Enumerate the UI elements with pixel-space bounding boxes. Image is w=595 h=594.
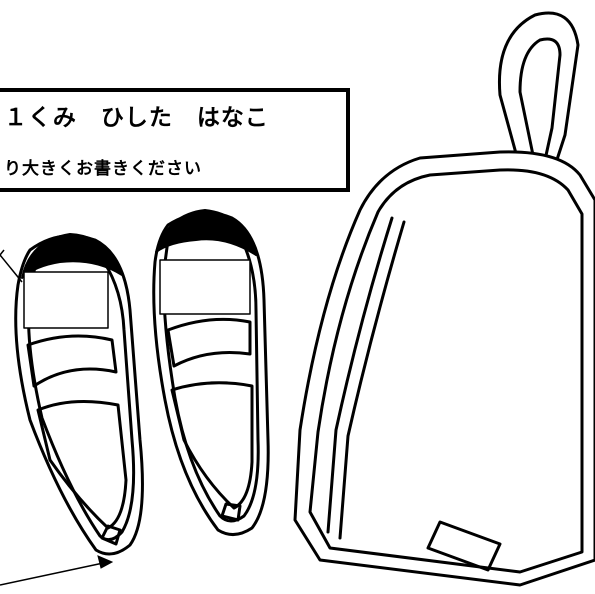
name-label-box: １くみ ひした はなこ り大きくお書きください <box>0 88 350 192</box>
label-name-line: １くみ ひした はなこ <box>4 98 269 132</box>
shoe-left-icon <box>16 234 143 554</box>
shoe-right-icon <box>154 210 268 535</box>
label-instruction-line: り大きくお書きください <box>4 154 202 179</box>
